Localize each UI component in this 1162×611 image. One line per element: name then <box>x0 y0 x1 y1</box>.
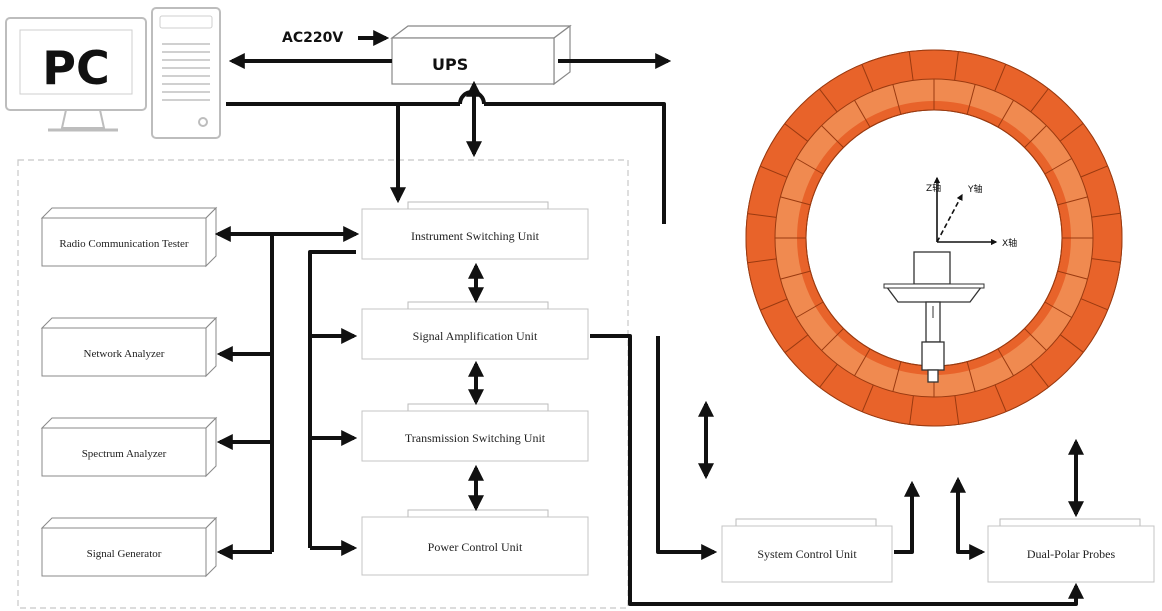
unit-trunk <box>308 250 356 548</box>
ring-seam <box>854 348 871 376</box>
instrument-box-network-analyzer: Network Analyzer <box>40 316 218 378</box>
system-control-label: System Control Unit <box>757 547 857 561</box>
unit-label: Instrument Switching Unit <box>411 229 540 243</box>
y-axis-label: Y轴 <box>967 183 983 195</box>
ups-label: UPS <box>432 55 468 74</box>
ring-seam <box>966 84 976 115</box>
ring-seam <box>1091 212 1121 218</box>
coordinate-axes: Z轴 Y轴 X轴 <box>926 176 1017 249</box>
unit-box-instrument-switching: Instrument Switching Unit <box>361 201 589 260</box>
ring-seam <box>966 361 976 392</box>
instrument-label: Radio Communication Tester <box>59 238 189 250</box>
dual-polar-probes-box: Dual-Polar Probes <box>987 518 1155 583</box>
instrument-box-radio-tester: Radio Communication Tester <box>40 206 218 268</box>
ring-seam <box>1024 328 1047 351</box>
ring-seam <box>994 64 1007 92</box>
ring-seam <box>821 125 844 148</box>
ring-seam <box>1024 125 1047 148</box>
ring-seam <box>1044 301 1072 318</box>
ring-seam <box>747 258 777 264</box>
ring-seam <box>1091 258 1121 263</box>
unit-box-transmission-switching: Transmission Switching Unit <box>361 403 589 462</box>
ring-seam <box>1059 123 1084 142</box>
unit-label: Power Control Unit <box>428 540 523 554</box>
ring-seam <box>1057 196 1088 206</box>
ring-seam <box>954 51 959 81</box>
ring-seam <box>1030 363 1049 388</box>
x-axis-label: X轴 <box>1002 237 1017 249</box>
system-control-unit-box: System Control Unit <box>721 518 893 583</box>
instrument-label: Network Analyzer <box>84 348 165 360</box>
unit-box-power-control: Power Control Unit <box>361 509 589 576</box>
ring-seam <box>1057 270 1088 280</box>
ring-seam <box>796 301 824 318</box>
ring-seam <box>760 298 788 311</box>
ring-seam <box>819 88 838 113</box>
pc-bus-right <box>484 102 666 224</box>
anechoic-chamber-ring <box>745 49 1123 427</box>
ring-seam <box>747 213 777 218</box>
ring-seam <box>819 363 838 388</box>
ring-seam <box>784 334 809 353</box>
ring-seam <box>854 100 871 128</box>
ring-seam <box>1080 298 1108 311</box>
control-to-ring-arrow <box>894 480 920 554</box>
ring-seam <box>861 64 874 92</box>
unit-label: Signal Amplification Unit <box>413 329 538 343</box>
ring-seam <box>796 158 824 175</box>
ring-seam <box>994 384 1007 412</box>
ring-to-probe-arrow <box>950 476 986 560</box>
ring-seam <box>892 84 902 115</box>
instrument-box-spectrum-analyzer: Spectrum Analyzer <box>40 416 218 478</box>
pc-label: PC <box>42 41 109 95</box>
z-axis-label: Z轴 <box>926 182 941 194</box>
ring-seam <box>780 270 811 280</box>
unit-label: Transmission Switching Unit <box>405 431 546 445</box>
instrument-label: Signal Generator <box>87 548 162 560</box>
pc-tower <box>151 7 221 139</box>
ring-seam <box>784 123 809 142</box>
probes-label: Dual-Polar Probes <box>1027 547 1116 561</box>
ring-seam <box>954 395 960 425</box>
ring-seam <box>1080 165 1108 178</box>
positioner-fixture <box>883 251 985 383</box>
ring-seam <box>1030 88 1049 113</box>
to-system-control-arrow <box>656 336 718 560</box>
ring-seam <box>908 51 914 81</box>
unit-box-signal-amplification: Signal Amplification Unit <box>361 301 589 360</box>
instrument-label: Spectrum Analyzer <box>82 448 167 460</box>
ring-seam <box>892 361 902 392</box>
ac-input-label: AC220V <box>282 30 343 46</box>
ring-seam <box>1059 334 1084 353</box>
ring-seam <box>1044 158 1072 175</box>
ups-box: UPS <box>390 24 572 86</box>
connections <box>214 30 1084 606</box>
ring-seam <box>780 196 811 206</box>
pc-monitor: PC <box>5 17 147 132</box>
ring-seam <box>997 100 1014 128</box>
instrument-box-signal-generator: Signal Generator <box>40 516 218 578</box>
ring-seam <box>760 165 788 178</box>
ring-seam <box>909 395 914 425</box>
ring-seam <box>997 348 1014 376</box>
ring-seam <box>821 328 844 351</box>
ring-seam <box>861 384 874 412</box>
